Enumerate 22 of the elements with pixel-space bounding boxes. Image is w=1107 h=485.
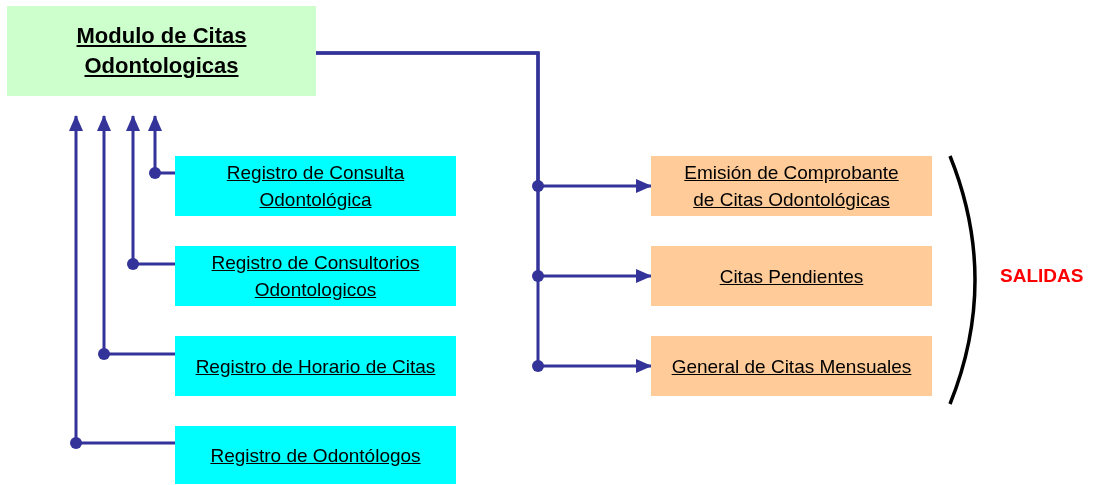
connector-arrow	[126, 115, 175, 266]
box-label: Registro de Consulta Odontológica	[225, 161, 406, 212]
box-label: Emisión de Comprobante de Citas Odontológicas	[683, 161, 900, 212]
box-label: Registro de Consultorios Odontologicos	[210, 251, 421, 302]
process-box	[175, 426, 456, 484]
process-box	[7, 6, 316, 96]
process-box	[651, 336, 932, 396]
box-label: Citas Pendientes	[719, 264, 864, 289]
process-box	[651, 156, 932, 216]
box-label: Registro de Odontólogos	[210, 443, 421, 468]
process-box	[175, 336, 456, 396]
process-box	[651, 246, 932, 306]
process-box	[175, 156, 456, 216]
connector-arrow	[69, 115, 175, 445]
connector-arrow	[148, 115, 175, 175]
box-label: Registro de Horario de Citas	[195, 354, 436, 379]
box-label: Modulo de Citas Odontologicas	[75, 22, 248, 80]
connector-arrow	[316, 51, 652, 373]
group-label: SALIDAS	[1000, 264, 1084, 288]
box-label: General de Citas Mensuales	[671, 354, 912, 379]
connector-arrow	[97, 115, 175, 356]
process-box	[175, 246, 456, 306]
